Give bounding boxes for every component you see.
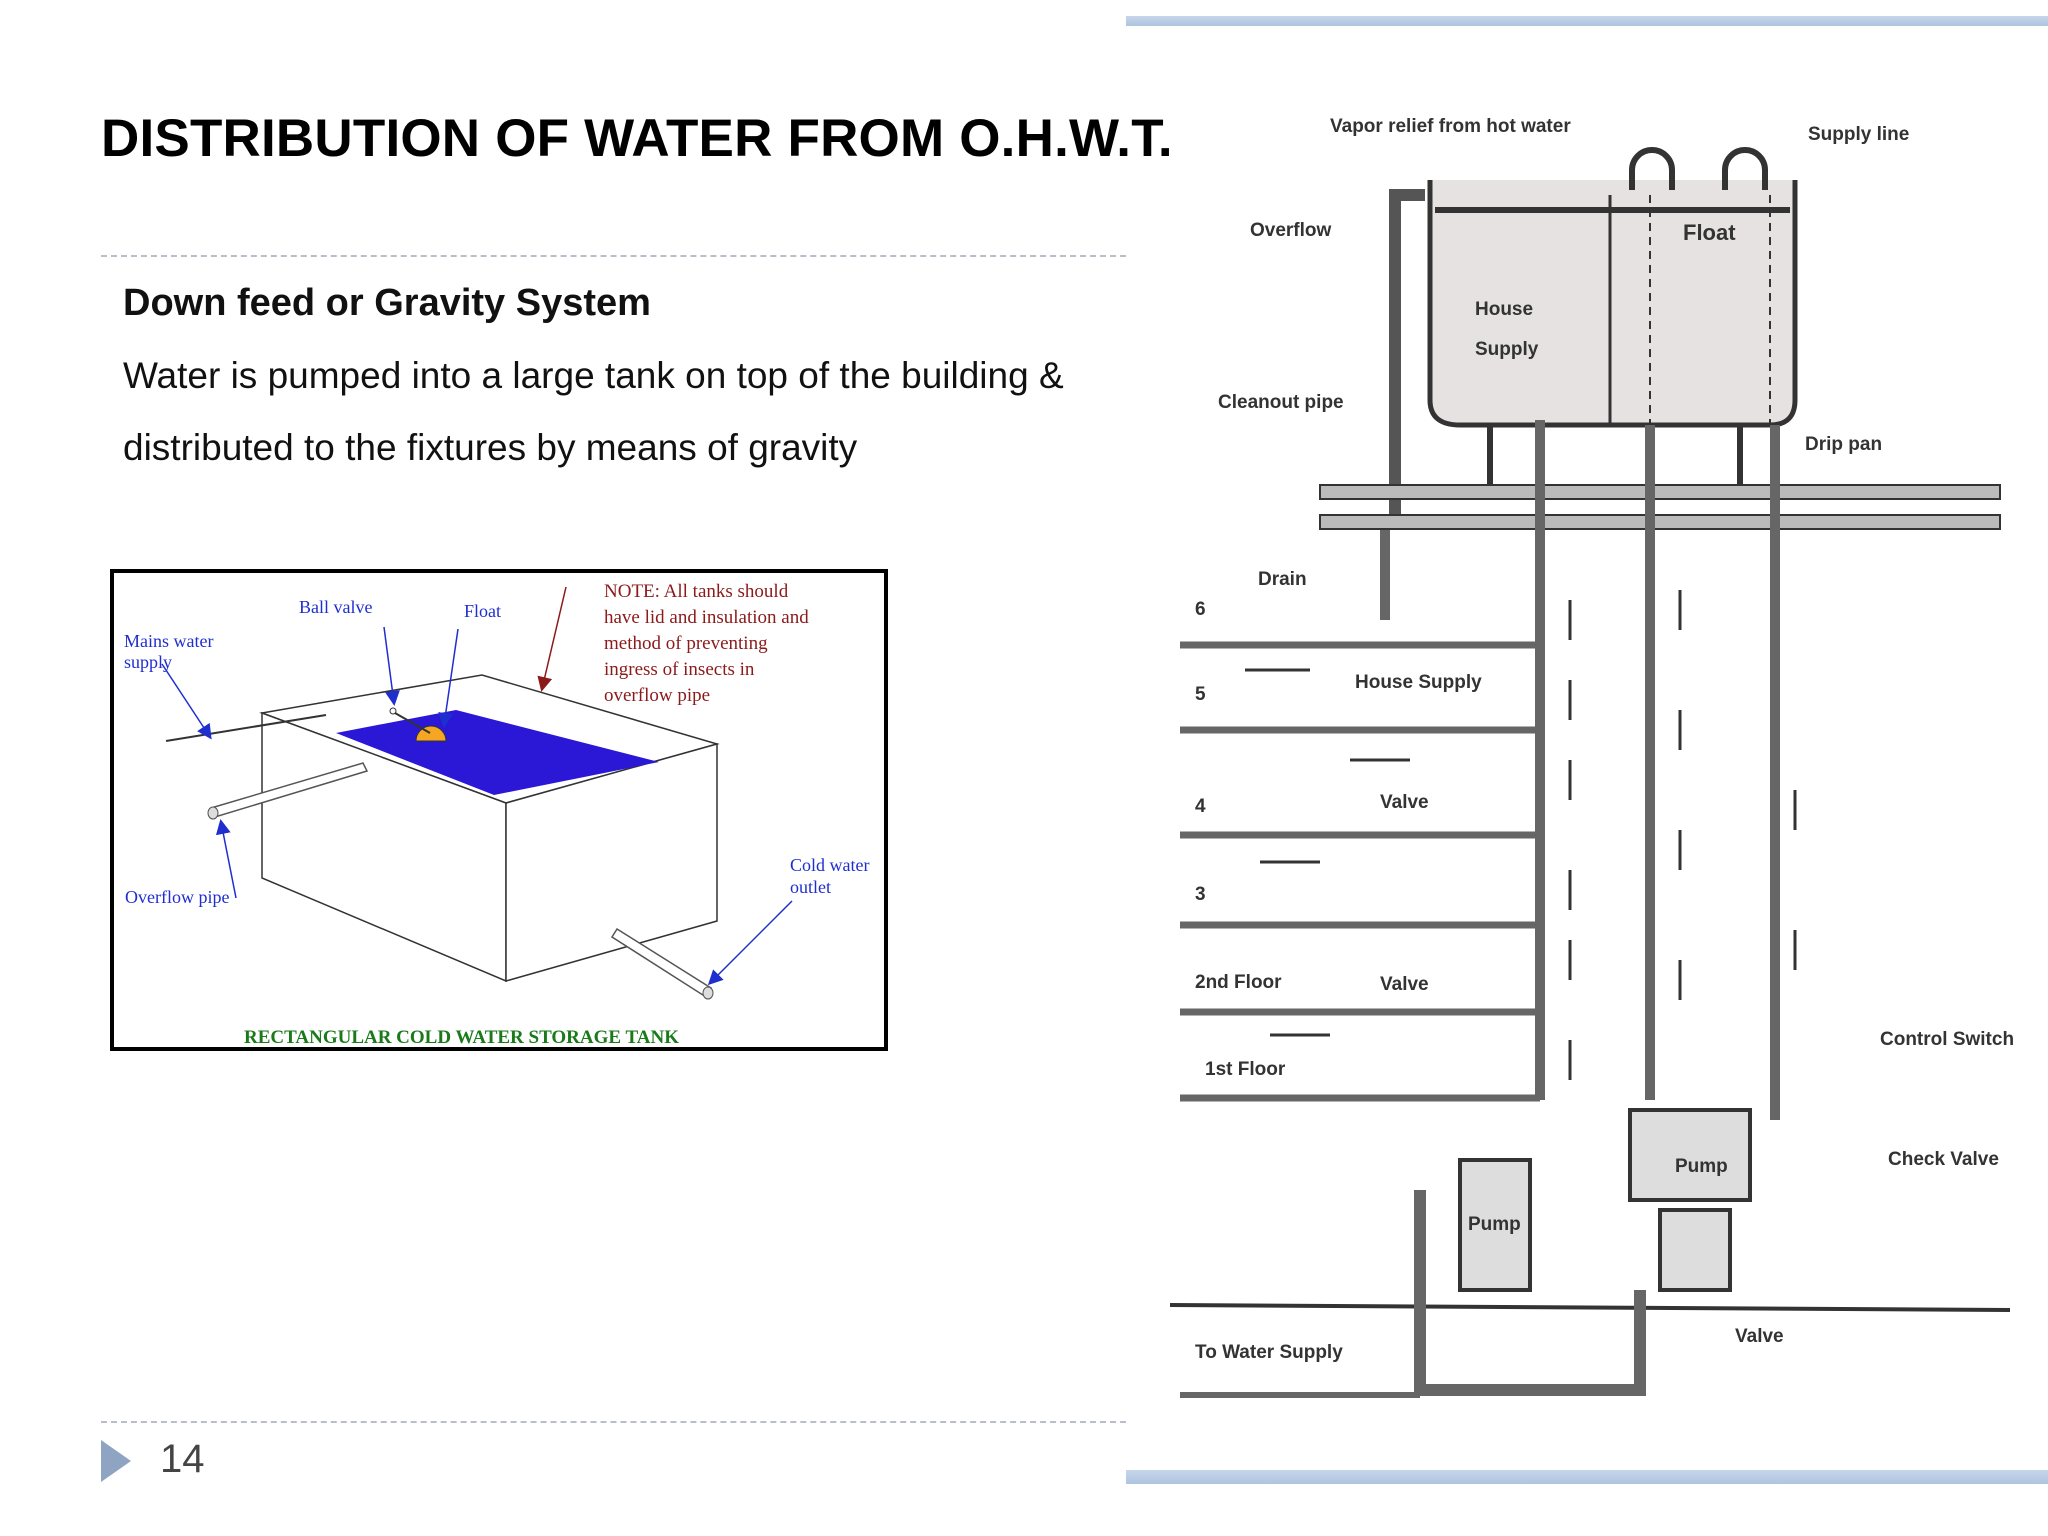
note-line-3: method of preventing <box>604 633 768 654</box>
note-line-4: ingress of insects in <box>604 659 755 680</box>
riser-label-vapor: Vapor relief from hot water <box>1330 116 1571 137</box>
riser-label-house-1: House <box>1475 299 1533 320</box>
riser-label-float: Float <box>1683 220 1736 245</box>
riser-diagram: Vapor relief from hot water Supply line … <box>1169 116 2014 1398</box>
mains-pipe <box>165 714 327 742</box>
slide-title: DISTRIBUTION OF WATER FROM O.H.W.T. <box>101 109 1173 168</box>
tank-diagram: Mains water supply Ball valve Float Over… <box>124 581 869 1048</box>
riser-label-house-2: Supply <box>1475 339 1539 360</box>
water-surface <box>336 710 659 795</box>
label-ball-valve: Ball valve <box>299 597 372 617</box>
label-mains-2: supply <box>124 652 172 672</box>
riser-label-to-water-supply: To Water Supply <box>1195 1342 1343 1363</box>
floor-label-4: 4 <box>1195 796 1206 817</box>
outlet-pipe-end <box>702 986 714 1000</box>
riser-label-supply-line: Supply line <box>1808 124 1909 145</box>
footer-divider <box>101 1421 1126 1423</box>
floor-label-2: 2nd Floor <box>1195 972 1282 993</box>
label-overflow: Overflow pipe <box>125 887 229 907</box>
riser-figure: Vapor relief from hot water Supply line … <box>1169 100 2030 1420</box>
bottom-accent-bar <box>1126 1470 2048 1484</box>
top-accent-bar <box>1126 16 2048 26</box>
label-mains-1: Mains water <box>124 631 213 651</box>
title-divider <box>101 255 1126 257</box>
pump-2 <box>1628 1108 1752 1202</box>
body-line-1: Water is pumped into a large tank on top… <box>123 355 1064 396</box>
riser-label-house-supply: House Supply <box>1355 672 1482 693</box>
ball-valve <box>389 707 397 715</box>
riser-label-check-valve: Check Valve <box>1888 1149 1999 1170</box>
riser-label-cleanout: Cleanout pipe <box>1218 392 1344 413</box>
riser-label-valve-bottom: Valve <box>1735 1326 1784 1347</box>
floor-label-5: 5 <box>1195 684 1206 705</box>
note-line-1: NOTE: All tanks should <box>604 581 789 602</box>
floor-label-1: 1st Floor <box>1205 1059 1286 1080</box>
tank-caption: RECTANGULAR COLD WATER STORAGE TANK <box>244 1027 679 1047</box>
riser-label-pump-1: Pump <box>1468 1214 1521 1235</box>
bullet-arrow-icon <box>101 1440 131 1482</box>
riser-label-pump-2: Pump <box>1675 1156 1728 1177</box>
label-float: Float <box>464 601 501 621</box>
floor-label-6: 6 <box>1195 599 1206 620</box>
label-cold-1: Cold water <box>790 855 869 875</box>
riser-label-overflow: Overflow <box>1250 220 1332 241</box>
body-line-2: distributed to the fixtures by means of … <box>123 427 858 468</box>
overflow-pipe-end <box>207 806 219 820</box>
note-line-5: overflow pipe <box>604 685 710 706</box>
tank-figure: Mains water supply Ball valve Float Over… <box>110 569 888 1051</box>
note-line-2: have lid and insulation and <box>604 607 809 628</box>
section-heading: Down feed or Gravity System <box>123 282 651 324</box>
page-number: 14 <box>160 1437 205 1481</box>
floor-label-3: 3 <box>1195 884 1206 905</box>
riser-label-drain: Drain <box>1258 569 1307 590</box>
riser-label-valve-1: Valve <box>1380 792 1429 813</box>
riser-label-control-switch: Control Switch <box>1880 1029 2014 1050</box>
float-arm <box>394 712 431 734</box>
riser-label-drip-pan: Drip pan <box>1805 434 1882 455</box>
pump-1 <box>1458 1158 1532 1292</box>
outlet-pipe <box>610 927 713 999</box>
riser-label-valve-2: Valve <box>1380 974 1429 995</box>
house-tank <box>1427 180 1798 428</box>
label-cold-2: outlet <box>790 877 831 897</box>
